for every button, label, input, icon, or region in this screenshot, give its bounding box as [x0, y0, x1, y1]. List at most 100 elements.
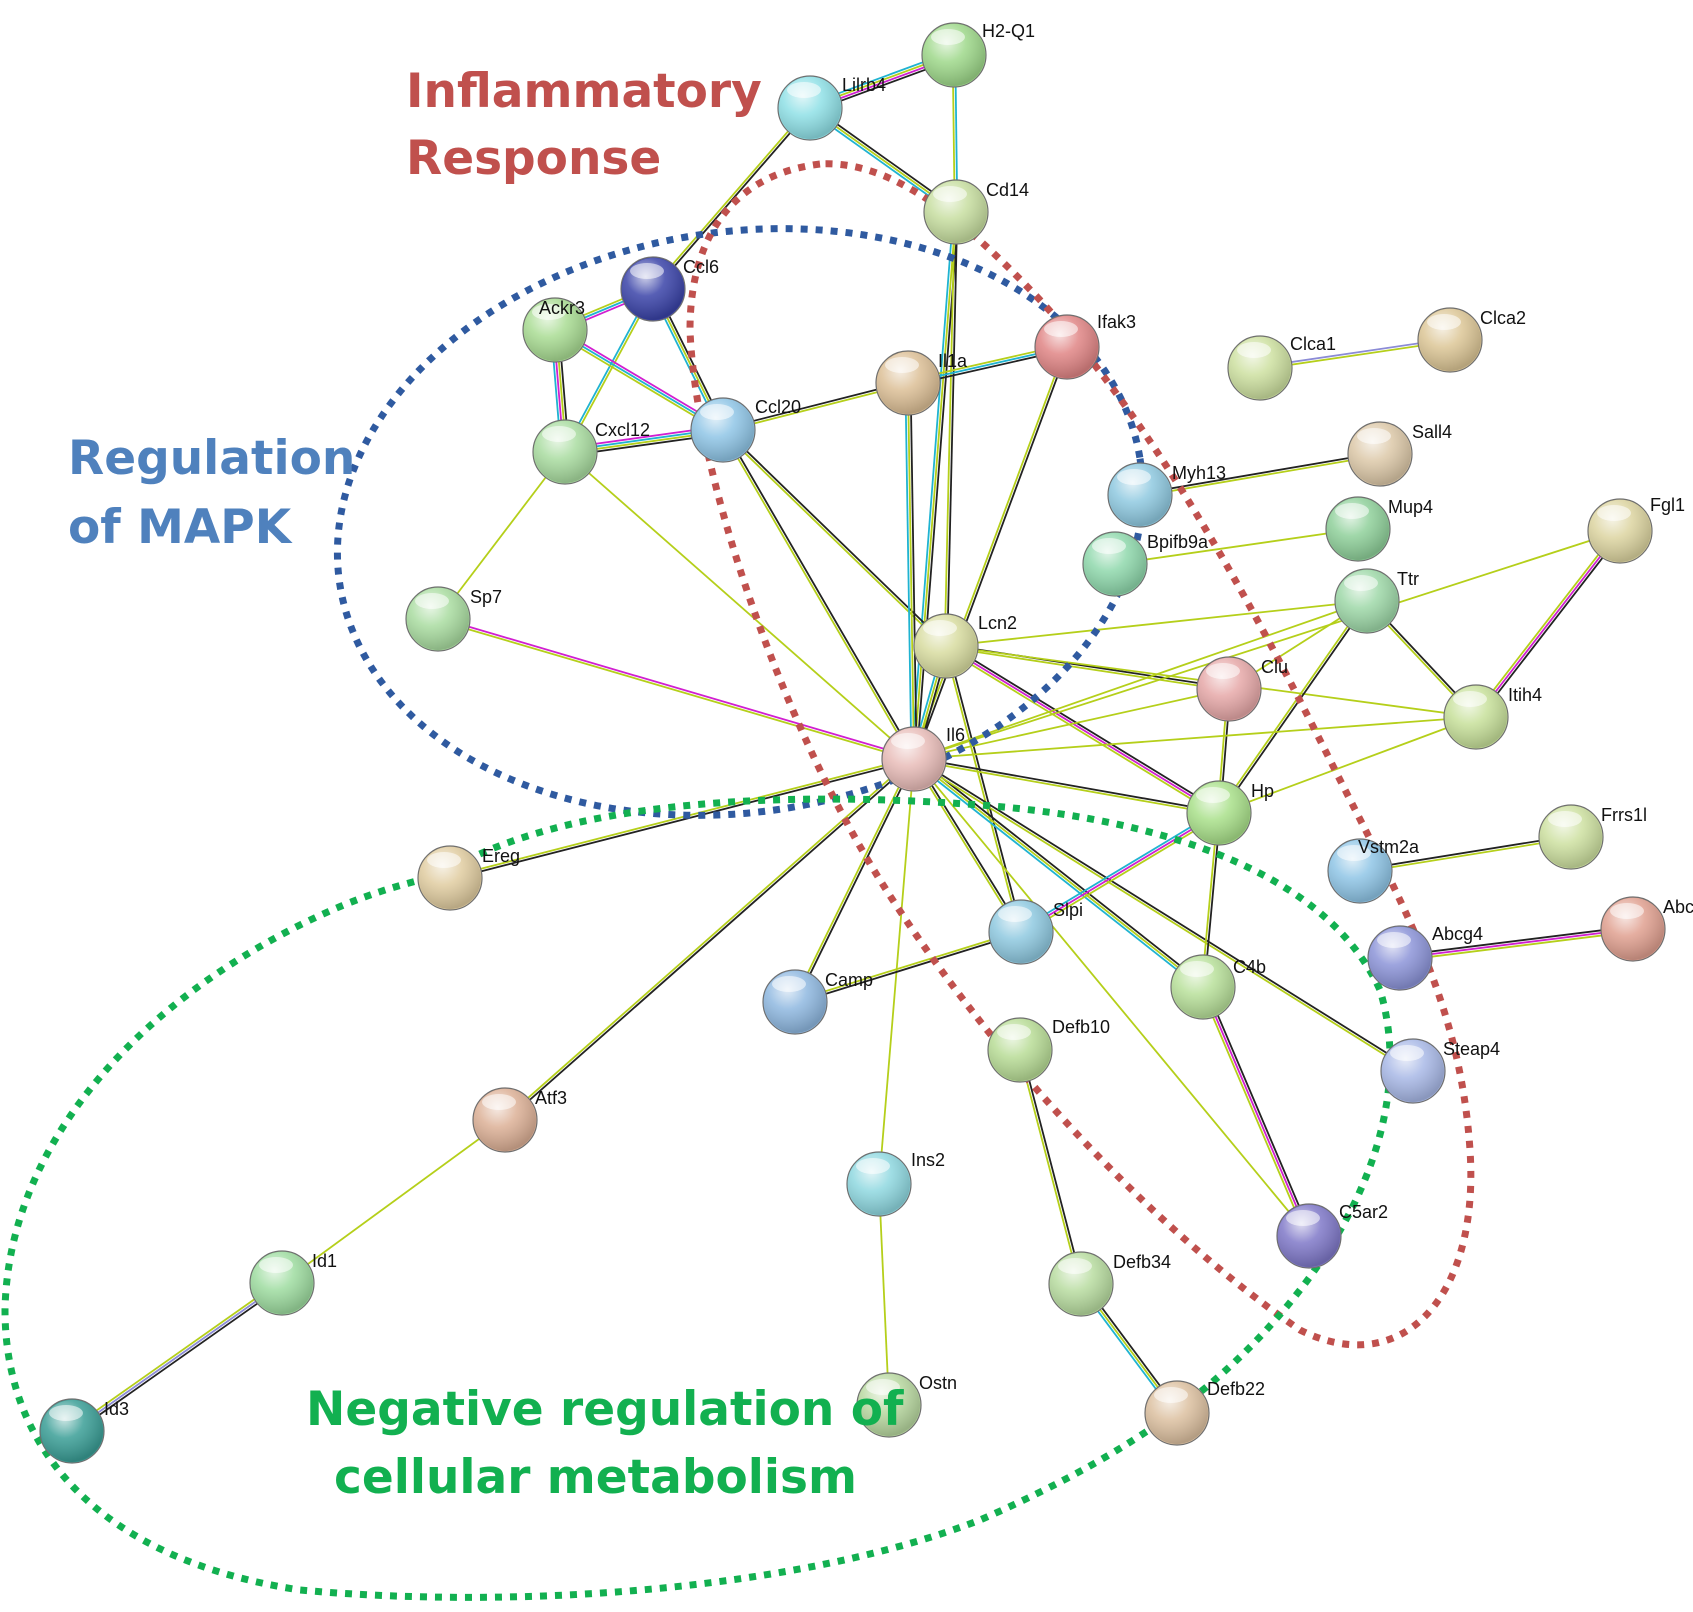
edge-line-neighborhood — [907, 382, 915, 760]
edge-line-neighborhood — [1217, 599, 1367, 813]
node-ostn[interactable]: Ostn — [856, 1372, 957, 1438]
node-label: Bpifb9a — [1147, 532, 1209, 552]
edge-line-coexpression — [1477, 532, 1623, 720]
edge-line-neighborhood — [281, 1119, 506, 1284]
node-sp7[interactable]: Sp7 — [405, 586, 502, 652]
node-label: Ccl6 — [683, 257, 719, 277]
node-label: Mup4 — [1388, 497, 1433, 517]
node-label: Frrs1l — [1601, 805, 1647, 825]
node-frrs1l[interactable]: Frrs1l — [1538, 804, 1647, 870]
node-vstm2a[interactable]: Vstm2a — [1327, 837, 1420, 904]
edge-cxcl12-il6 — [564, 451, 915, 760]
node-itih4[interactable]: Itih4 — [1443, 684, 1542, 750]
metabolism-label-line-1: Negative regulation of — [306, 1382, 904, 1437]
node-ccl20[interactable]: Ccl20 — [690, 397, 801, 463]
node-ereg[interactable]: Ereg — [417, 845, 520, 911]
node-il6[interactable]: Il6 — [881, 725, 965, 792]
edge-line-neighborhood — [69, 1280, 282, 1430]
node-gloss — [427, 852, 461, 868]
node-label: H2-Q1 — [982, 21, 1035, 41]
node-lcn2[interactable]: Lcn2 — [913, 613, 1017, 679]
node-clca1[interactable]: Clca1 — [1227, 334, 1336, 401]
edge-c4b-c5ar2 — [1199, 985, 1313, 1238]
edge-line-neighborhood — [943, 211, 956, 646]
node-ifak3[interactable]: Ifak3 — [1034, 312, 1136, 380]
node-gloss — [891, 733, 925, 749]
edge-line-coexpression — [1359, 834, 1571, 871]
edge-itih4-hp — [1218, 716, 1477, 814]
edge-line-coexpression — [723, 428, 916, 759]
node-ttr[interactable]: Ttr — [1334, 568, 1419, 634]
node-atf3[interactable]: Atf3 — [472, 1087, 567, 1153]
node-defb10[interactable]: Defb10 — [987, 1017, 1110, 1083]
edge-bpifb9a-mup4 — [1114, 528, 1359, 565]
edge-line-neighborhood — [651, 106, 810, 289]
node-ccl6[interactable]: Ccl6 — [620, 256, 719, 322]
edge-ins2-ostn — [878, 1183, 890, 1406]
node-hp[interactable]: Hp — [1186, 780, 1274, 846]
node-bpifb9a[interactable]: Bpifb9a — [1082, 531, 1209, 597]
edge-line-coexpression — [914, 756, 1220, 813]
node-label: Lcn2 — [978, 613, 1017, 633]
node-label: Ackr3 — [539, 298, 585, 318]
node-gloss — [1044, 321, 1078, 337]
node-ackr3[interactable]: Ackr3 — [522, 297, 588, 363]
node-label: Abcg4 — [1432, 924, 1483, 944]
edge-fgl1-itih4 — [1473, 528, 1623, 720]
mapk-cluster-outline — [333, 225, 1147, 819]
edge-line-coexpression — [946, 212, 959, 647]
edge-line-neighborhood — [943, 646, 1021, 933]
node-label: Ereg — [482, 846, 520, 866]
node-gloss — [1206, 663, 1240, 679]
inflammatory-label-line-1: Inflammatory — [406, 64, 762, 119]
node-c4b[interactable]: C4b — [1170, 954, 1266, 1020]
node-lilrb4[interactable]: Lilrb4 — [777, 75, 886, 141]
edges-layer — [69, 50, 1634, 1434]
edge-line-neighborhood — [721, 430, 946, 648]
node-sall4[interactable]: Sall4 — [1347, 421, 1452, 487]
node-gloss — [1092, 538, 1126, 554]
edge-line-neighborhood — [912, 759, 1413, 1073]
node-mup4[interactable]: Mup4 — [1325, 496, 1433, 562]
edge-il6-c5ar2 — [913, 758, 1310, 1237]
node-camp[interactable]: Camp — [762, 969, 873, 1035]
node-h2-q1[interactable]: H2-Q1 — [921, 21, 1035, 88]
node-slpi[interactable]: Slpi — [988, 899, 1083, 965]
node-id3[interactable]: Id3 — [39, 1398, 129, 1464]
node-steap4[interactable]: Steap4 — [1380, 1038, 1500, 1104]
node-label: Camp — [825, 970, 873, 990]
edge-line-neighborhood — [913, 716, 1477, 760]
node-gloss — [1237, 342, 1271, 358]
node-gloss — [1377, 932, 1411, 948]
node-myh13[interactable]: Myh13 — [1107, 462, 1226, 528]
edge-line-neighborhood — [1400, 930, 1634, 962]
node-clu[interactable]: Clu — [1196, 656, 1288, 722]
node-abcg4[interactable]: Abcg4 — [1367, 924, 1483, 991]
node-defb34[interactable]: Defb34 — [1048, 1251, 1171, 1317]
node-label: Ttr — [1397, 569, 1419, 589]
node-id1[interactable]: Id1 — [249, 1250, 337, 1316]
edge-line-experimental — [1399, 928, 1634, 959]
edge-hp-slpi — [1019, 810, 1221, 935]
node-label: Defb34 — [1113, 1252, 1171, 1272]
node-cxcl12[interactable]: Cxcl12 — [532, 419, 650, 485]
node-gloss — [1453, 691, 1487, 707]
node-gloss — [856, 1158, 890, 1174]
edge-line-coexpression — [914, 347, 1070, 760]
node-label: Sall4 — [1412, 422, 1452, 442]
node-gloss — [1180, 961, 1214, 977]
node-defb22[interactable]: Defb22 — [1144, 1379, 1265, 1446]
node-il1a[interactable]: Il1a — [875, 350, 968, 416]
edge-line-coexpression — [915, 756, 1206, 986]
node-label: Fgl1 — [1650, 495, 1685, 515]
node-clca2[interactable]: Clca2 — [1417, 307, 1526, 373]
edge-lilrb4-ccl6 — [651, 106, 812, 291]
node-c5ar2[interactable]: C5ar2 — [1276, 1202, 1388, 1269]
node-fgl1[interactable]: Fgl1 — [1587, 495, 1685, 564]
node-abcc2[interactable]: Abcc2 — [1600, 896, 1693, 962]
edge-abcg4-abcc2 — [1399, 925, 1634, 962]
node-cd14[interactable]: Cd14 — [923, 179, 1029, 245]
node-label: Itih4 — [1508, 685, 1542, 705]
node-ins2[interactable]: Ins2 — [846, 1150, 945, 1217]
